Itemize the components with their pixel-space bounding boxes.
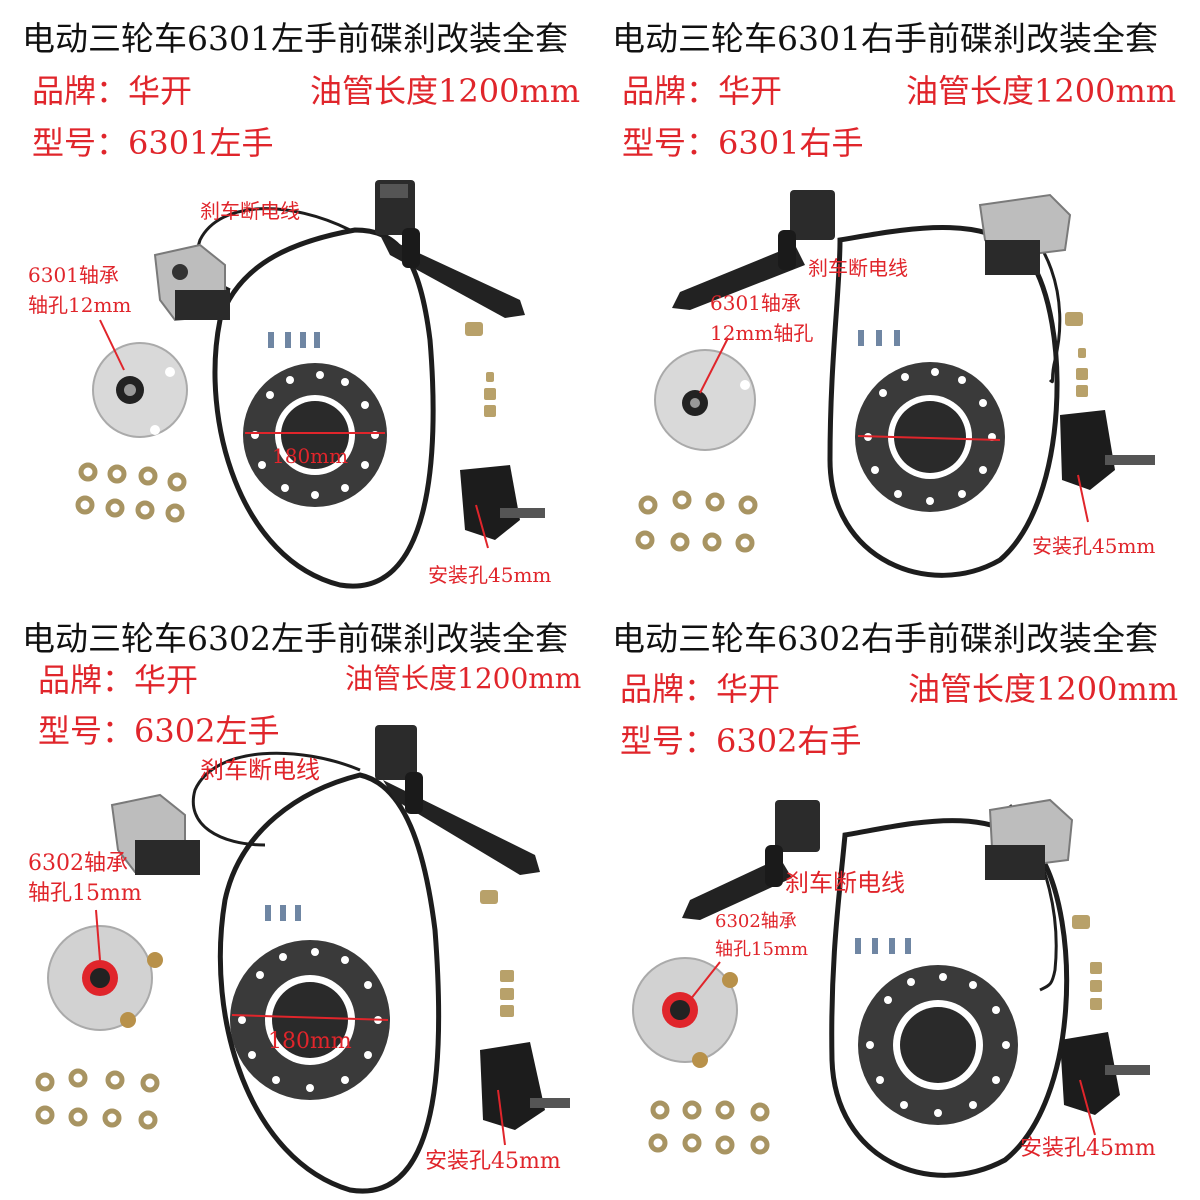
- hub-icon: [632, 957, 738, 1068]
- panel-title: 电动三轮车6301左手前碟刹改装全套: [22, 19, 568, 58]
- disc-diameter-line: [857, 435, 1001, 441]
- panel-title: 电动三轮车6301右手前碟刹改装全套: [612, 19, 1158, 58]
- model-label: 型号：6301左手: [32, 124, 274, 162]
- hose-icon: [217, 772, 442, 1194]
- panel-title: 电动三轮车6302右手前碟刹改装全套: [612, 619, 1158, 658]
- hub-icon: [47, 925, 163, 1031]
- washer-icon: [635, 490, 758, 553]
- brake-lever-icon: [375, 180, 525, 318]
- bearing-label-line2: 轴孔15mm: [715, 939, 809, 960]
- mount-hole-label: 安装孔45mm: [1032, 534, 1156, 558]
- bolt-icon: [858, 330, 900, 346]
- mount-pointer: [497, 1089, 506, 1146]
- mount-hole-label: 安装孔45mm: [1020, 1136, 1156, 1161]
- bolt-icon: [855, 938, 911, 954]
- hose-length-label: 油管长度1200mm: [345, 662, 582, 695]
- mount-bracket-icon: [1060, 410, 1155, 490]
- mount-bracket-icon: [460, 465, 545, 540]
- model-label: 型号：6301右手: [622, 124, 864, 162]
- hose-icon: [212, 227, 436, 589]
- nut-icon: [465, 322, 496, 417]
- mount-hole-label: 安装孔45mm: [425, 1149, 561, 1174]
- panel-title: 电动三轮车6302左手前碟刹改装全套: [22, 619, 568, 658]
- washer-icon: [75, 462, 187, 523]
- bearing-pointer: [699, 337, 729, 394]
- mount-bracket-icon: [1060, 1032, 1150, 1115]
- parts-illustration: [75, 180, 545, 589]
- parts-illustration: [632, 798, 1150, 1178]
- cutoff-wire-label: 刹车断电线: [785, 869, 905, 897]
- panel-6301-right: 电动三轮车6301右手前碟刹改装全套 品牌：华开 油管长度1200mm 型号：6…: [600, 0, 1200, 600]
- nut-icon: [480, 890, 514, 1017]
- cutoff-wire-label: 刹车断电线: [200, 756, 320, 784]
- bolt-icon: [268, 332, 320, 348]
- disc-diameter-line: [231, 1014, 389, 1021]
- disc-size-label: 180mm: [272, 444, 349, 468]
- hub-icon: [654, 349, 756, 451]
- brake-disc-icon: [243, 363, 387, 507]
- brake-disc-icon: [855, 362, 1005, 512]
- brand-label: 品牌：华开: [32, 72, 193, 110]
- hose-length-label: 油管长度1200mm: [906, 72, 1177, 110]
- brake-disc-icon: [858, 965, 1018, 1125]
- bearing-label-line1: 6301轴承: [710, 291, 801, 315]
- caliper-icon: [985, 798, 1074, 880]
- bearing-label-line1: 6302轴承: [715, 911, 797, 932]
- mount-pointer: [475, 504, 489, 549]
- mount-pointer: [1079, 1079, 1096, 1136]
- bearing-pointer: [99, 319, 125, 371]
- model-label: 型号：6302左手: [38, 712, 280, 750]
- bearing-label-line2: 轴孔12mm: [28, 293, 132, 317]
- bearing-pointer: [95, 909, 101, 961]
- brand-label: 品牌：华开: [38, 661, 199, 699]
- cutoff-wire-label: 刹车断电线: [808, 256, 908, 280]
- brake-lever-icon: [672, 190, 835, 310]
- bolt-icon: [265, 905, 301, 921]
- model-label: 型号：6302右手: [620, 722, 862, 760]
- mount-hole-label: 安装孔45mm: [428, 563, 552, 587]
- panel-6301-left: 电动三轮车6301左手前碟刹改装全套 品牌：华开 油管长度1200mm 型号：6…: [0, 0, 600, 600]
- caliper-icon: [978, 193, 1072, 275]
- bearing-label-line1: 6301轴承: [28, 263, 119, 287]
- bearing-label-line1: 6302轴承: [28, 851, 128, 876]
- brake-lever-icon: [682, 800, 820, 920]
- bearing-label-line2: 12mm轴孔: [710, 321, 814, 345]
- caliper-icon: [110, 793, 200, 875]
- nut-icon: [1072, 915, 1102, 1010]
- bearing-pointer: [689, 961, 721, 1001]
- brake-disc-icon: [230, 940, 390, 1100]
- hose-length-label: 油管长度1200mm: [908, 670, 1179, 708]
- hub-icon: [92, 342, 188, 438]
- mount-pointer: [1077, 474, 1089, 523]
- hose-length-label: 油管长度1200mm: [310, 72, 581, 110]
- disc-size-label: 180mm: [268, 1029, 352, 1054]
- mount-bracket-icon: [480, 1042, 570, 1130]
- brake-lever-icon: [375, 725, 540, 875]
- cutoff-wire-label: 刹车断电线: [200, 199, 300, 223]
- brand-label: 品牌：华开: [622, 72, 783, 110]
- parts-illustration: [635, 190, 1155, 578]
- panel-6302-left: 电动三轮车6302左手前碟刹改装全套 品牌：华开 油管长度1200mm 型号：6…: [0, 600, 600, 1200]
- parts-illustration: [35, 725, 570, 1194]
- washer-icon: [35, 1068, 160, 1130]
- caliper-icon: [153, 243, 230, 322]
- panel-6302-right: 电动三轮车6302右手前碟刹改装全套 品牌：华开 油管长度1200mm 型号：6…: [600, 600, 1200, 1200]
- bearing-label-line2: 轴孔15mm: [28, 881, 142, 906]
- nut-icon: [1065, 312, 1088, 397]
- cutoff-wire-icon: [191, 751, 361, 847]
- washer-icon: [648, 1100, 770, 1155]
- brand-label: 品牌：华开: [620, 670, 781, 708]
